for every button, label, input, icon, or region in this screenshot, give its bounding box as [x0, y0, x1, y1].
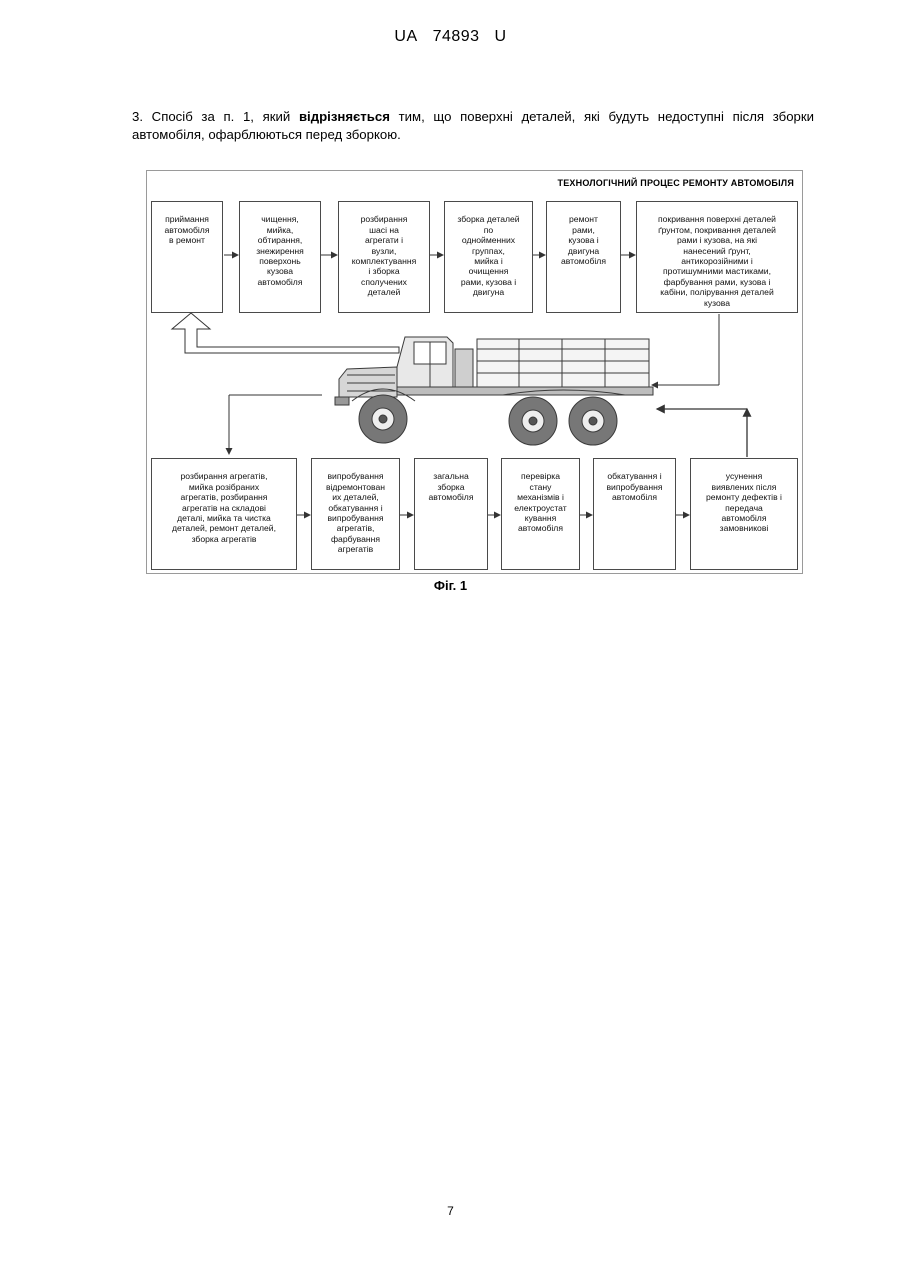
step-box-unit-disassembly: розбирання агрегатів, мийка розібраних а… — [151, 458, 297, 570]
figure-caption: Фіг. 1 — [0, 578, 901, 593]
process-figure: ТЕХНОЛОГІЧНИЙ ПРОЦЕС РЕМОНТУ АВТОМОБІЛЯ — [146, 170, 803, 574]
step-text: зборка деталей по однойменних группах, м… — [447, 214, 530, 297]
step-box-frame-repair: ремонт рами, кузова і двигуна автомобіля — [546, 201, 621, 313]
step-text: перевірка стану механізмів і електроуста… — [504, 471, 577, 533]
patent-office-code: UA — [394, 28, 417, 45]
patent-kind: U — [495, 28, 507, 45]
claim-paragraph: 3. Спосіб за п. 1, який відрізняється ти… — [132, 108, 814, 144]
step-box-defect-fixing: усунення виявлених після ремонту дефекті… — [690, 458, 798, 570]
step-text: обкатування і випробування автомобіля — [596, 471, 673, 502]
step-text: розбирання шасі на агрегати і вузли, ком… — [341, 214, 427, 297]
step-box-inspection: перевірка стану механізмів і електроуста… — [501, 458, 580, 570]
paint-to-assembly-line — [652, 314, 719, 385]
step-text: усунення виявлених після ремонту дефекті… — [693, 471, 795, 533]
step-box-general-assembly: загальна зборка автомобіля — [414, 458, 488, 570]
step-box-cleaning: чищення, мийка, обтирання, знежирення по… — [239, 201, 321, 313]
step-text: чищення, мийка, обтирання, знежирення по… — [242, 214, 318, 287]
patent-number: 74893 — [433, 28, 480, 45]
step-text: ремонт рами, кузова і двигуна автомобіля — [549, 214, 618, 266]
page-number: 7 — [0, 1204, 901, 1218]
claim-text-bold: відрізняється — [299, 109, 390, 124]
truck-to-disassembly-line — [229, 395, 322, 454]
step-text: загальна зборка автомобіля — [417, 471, 485, 502]
step-text: випробування відремонтован их деталей, о… — [314, 471, 397, 554]
patent-header: UA 74893 U — [0, 28, 901, 46]
step-box-intake: приймання автомобіля в ремонт — [151, 201, 223, 313]
step-text: розбирання агрегатів, мийка розібраних а… — [154, 471, 294, 544]
step-box-run-in: обкатування і випробування автомобіля — [593, 458, 676, 570]
step-box-chassis-disassembly: розбирання шасі на агрегати і вузли, ком… — [338, 201, 430, 313]
step-box-painting: покривання поверхні деталей ґрунтом, пок… — [636, 201, 798, 313]
step-text: приймання автомобіля в ремонт — [154, 214, 220, 245]
claim-text-start: 3. Спосіб за п. 1, який — [132, 109, 299, 124]
step-box-testing: випробування відремонтован их деталей, о… — [311, 458, 400, 570]
return-arrow — [172, 313, 399, 353]
step-text: покривання поверхні деталей ґрунтом, пок… — [639, 214, 795, 308]
defects-to-truck-line — [657, 409, 747, 457]
step-box-group-assembly: зборка деталей по однойменних группах, м… — [444, 201, 533, 313]
